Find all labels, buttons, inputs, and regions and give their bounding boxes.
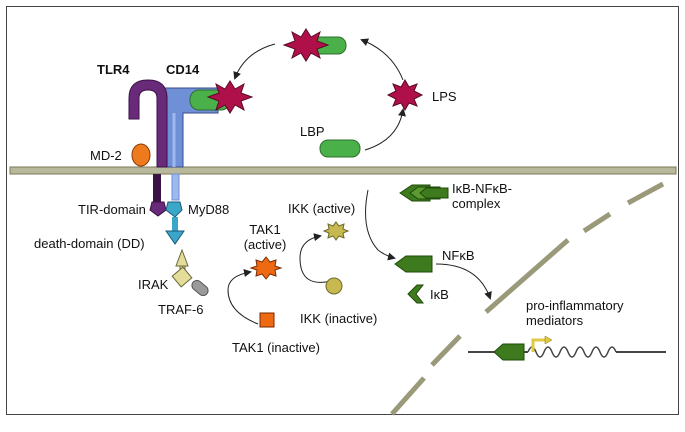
traf6-shape: [171, 266, 209, 297]
ikk-active-icon: [322, 221, 350, 241]
label-tir-domain: TIR-domain: [78, 202, 146, 217]
lps-free-starburst-icon: [386, 78, 424, 112]
tlr4-receptor: [128, 79, 168, 217]
arrow-lbp-to-lps: [364, 108, 406, 151]
label-irak: IRAK: [138, 277, 169, 292]
label-lps: LPS: [432, 89, 457, 104]
tak1-activation-arrows: [227, 233, 336, 325]
cd14-bound-lps-icon: [206, 80, 254, 114]
nfkb-bound-dna-shape: [493, 343, 525, 361]
nuclear-envelope: [390, 181, 665, 416]
label-lbp: LBP: [300, 124, 325, 139]
arrow-lps-to-complex: [360, 38, 404, 81]
myd88-adaptor: [165, 201, 185, 245]
label-ikk-inactive: IKK (inactive): [300, 311, 378, 326]
label-ikb: IκB: [430, 287, 449, 302]
tak1-inactive-icon: [259, 312, 275, 328]
label-mediators-line2: mediators: [526, 313, 584, 328]
label-ikk-active: IKK (active): [288, 201, 356, 216]
label-mediators-line1: pro-inflammatory: [526, 298, 624, 313]
label-nfkb: NFκB: [442, 248, 475, 263]
lps-starburst-icon: [282, 28, 330, 62]
ikb-nfkb-complex-shape: [399, 184, 449, 202]
md2-shape: [131, 143, 151, 167]
label-myd88: MyD88: [188, 202, 230, 217]
ikb-shape: [407, 284, 425, 304]
ikk-inactive-icon: [325, 277, 343, 295]
label-tak1-active-line1: TAK1: [249, 222, 281, 237]
cell-membrane: [9, 166, 677, 175]
label-ikb-nfkb-line2: complex: [452, 196, 501, 211]
tlr4-transmembrane: [153, 174, 161, 202]
label-ikb-nfkb-line1: IκB-NFκB-: [452, 181, 512, 196]
label-md2: MD-2: [90, 148, 122, 163]
nfkb-shape: [394, 255, 433, 273]
label-tak1-active: TAK1 (active): [240, 222, 290, 252]
label-traf6: TRAF-6: [158, 302, 204, 317]
label-ikb-nfkb-complex: IκB-NFκB- complex: [452, 181, 512, 211]
lps-lbp-complex-top: [282, 28, 347, 62]
label-death-domain: death-domain (DD): [34, 236, 145, 251]
tak1-active-icon: [249, 256, 283, 280]
label-tak1-active-line2: (active): [243, 237, 287, 252]
ikk-dissociation-arrow: [365, 189, 396, 261]
label-pro-inflammatory-mediators: pro-inflammatory mediators: [526, 298, 624, 328]
label-tak1-inactive: TAK1 (inactive): [232, 340, 320, 355]
transcription-start-arrow-icon: [531, 338, 545, 352]
lbp-free-shape: [319, 139, 361, 158]
cd14-receptor: [164, 80, 254, 201]
label-tlr4: TLR4: [97, 62, 130, 77]
death-domain-shape: [165, 230, 185, 245]
diagram-frame: [6, 6, 679, 415]
tir-domain-shape: [149, 201, 167, 217]
nfkb-translocation-arrow: [435, 263, 492, 300]
arrow-to-cd14: [233, 43, 276, 80]
label-cd14: CD14: [166, 62, 200, 77]
lps-cycle-arrows: [233, 38, 406, 151]
dna-gene: [468, 335, 666, 361]
